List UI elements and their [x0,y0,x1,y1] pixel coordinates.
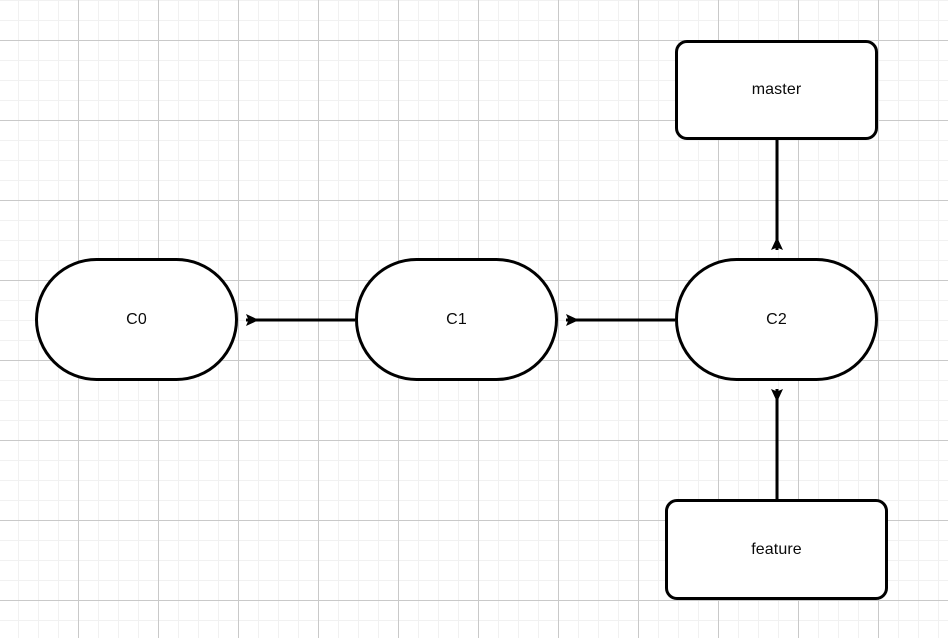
node-c2[interactable]: C2 [675,258,878,381]
node-c1-label: C1 [446,310,467,328]
node-master[interactable]: master [675,40,878,140]
node-feature[interactable]: feature [665,499,888,600]
node-c0[interactable]: C0 [35,258,238,381]
node-c2-label: C2 [766,310,787,328]
node-c0-label: C0 [126,310,147,328]
node-c1[interactable]: C1 [355,258,558,381]
node-feature-label: feature [751,540,802,558]
node-master-label: master [751,81,802,98]
